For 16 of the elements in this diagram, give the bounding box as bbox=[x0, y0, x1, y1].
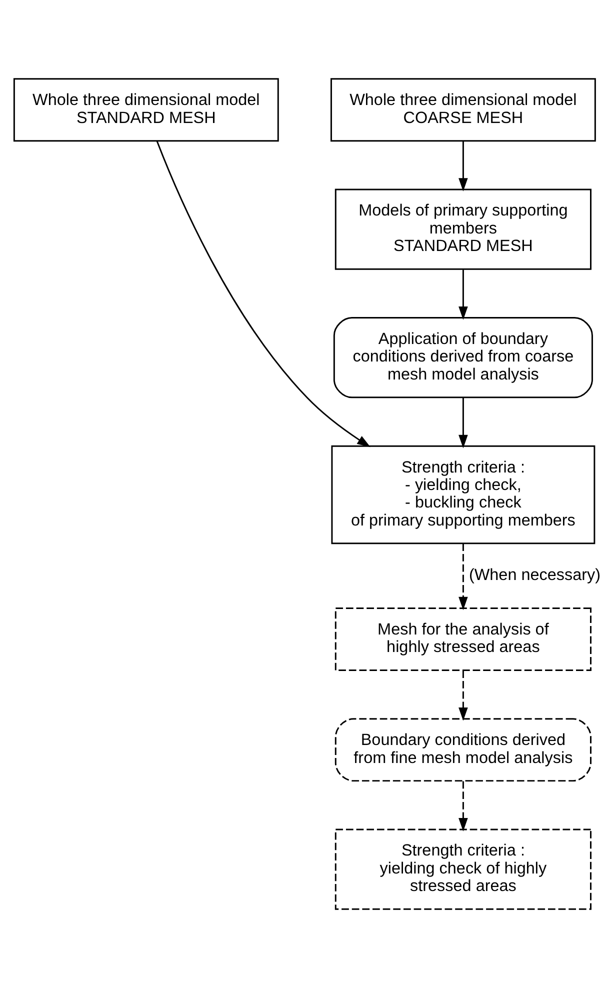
node-box: Strength criteria : yielding check of highly stressed areas bbox=[334, 828, 592, 910]
node-box: Mesh for the analysis of highly stressed areas bbox=[334, 607, 592, 670]
node-box: Application of boundary conditions derived from coarse mesh model analysis bbox=[333, 316, 593, 398]
arrow bbox=[458, 670, 468, 720]
node-box: Whole three dimensional model STANDARD MESH bbox=[13, 78, 279, 142]
arrow bbox=[458, 780, 468, 831]
node-box: Boundary conditions derived from fine mesh model analysis bbox=[334, 718, 592, 782]
arrow bbox=[458, 397, 468, 448]
edge-label: (When necessary) bbox=[468, 565, 601, 584]
arrow bbox=[458, 543, 468, 610]
arrow bbox=[156, 140, 370, 447]
node-box: Strength criteria : - yielding check, - buckling check of primary supporting members bbox=[331, 444, 596, 544]
node-box: Models of primary supporting members STANDARD MESH bbox=[334, 188, 592, 270]
node-box: Whole three dimensional model COARSE MESH bbox=[330, 78, 596, 142]
arrow bbox=[458, 140, 468, 191]
arrow bbox=[458, 269, 468, 320]
